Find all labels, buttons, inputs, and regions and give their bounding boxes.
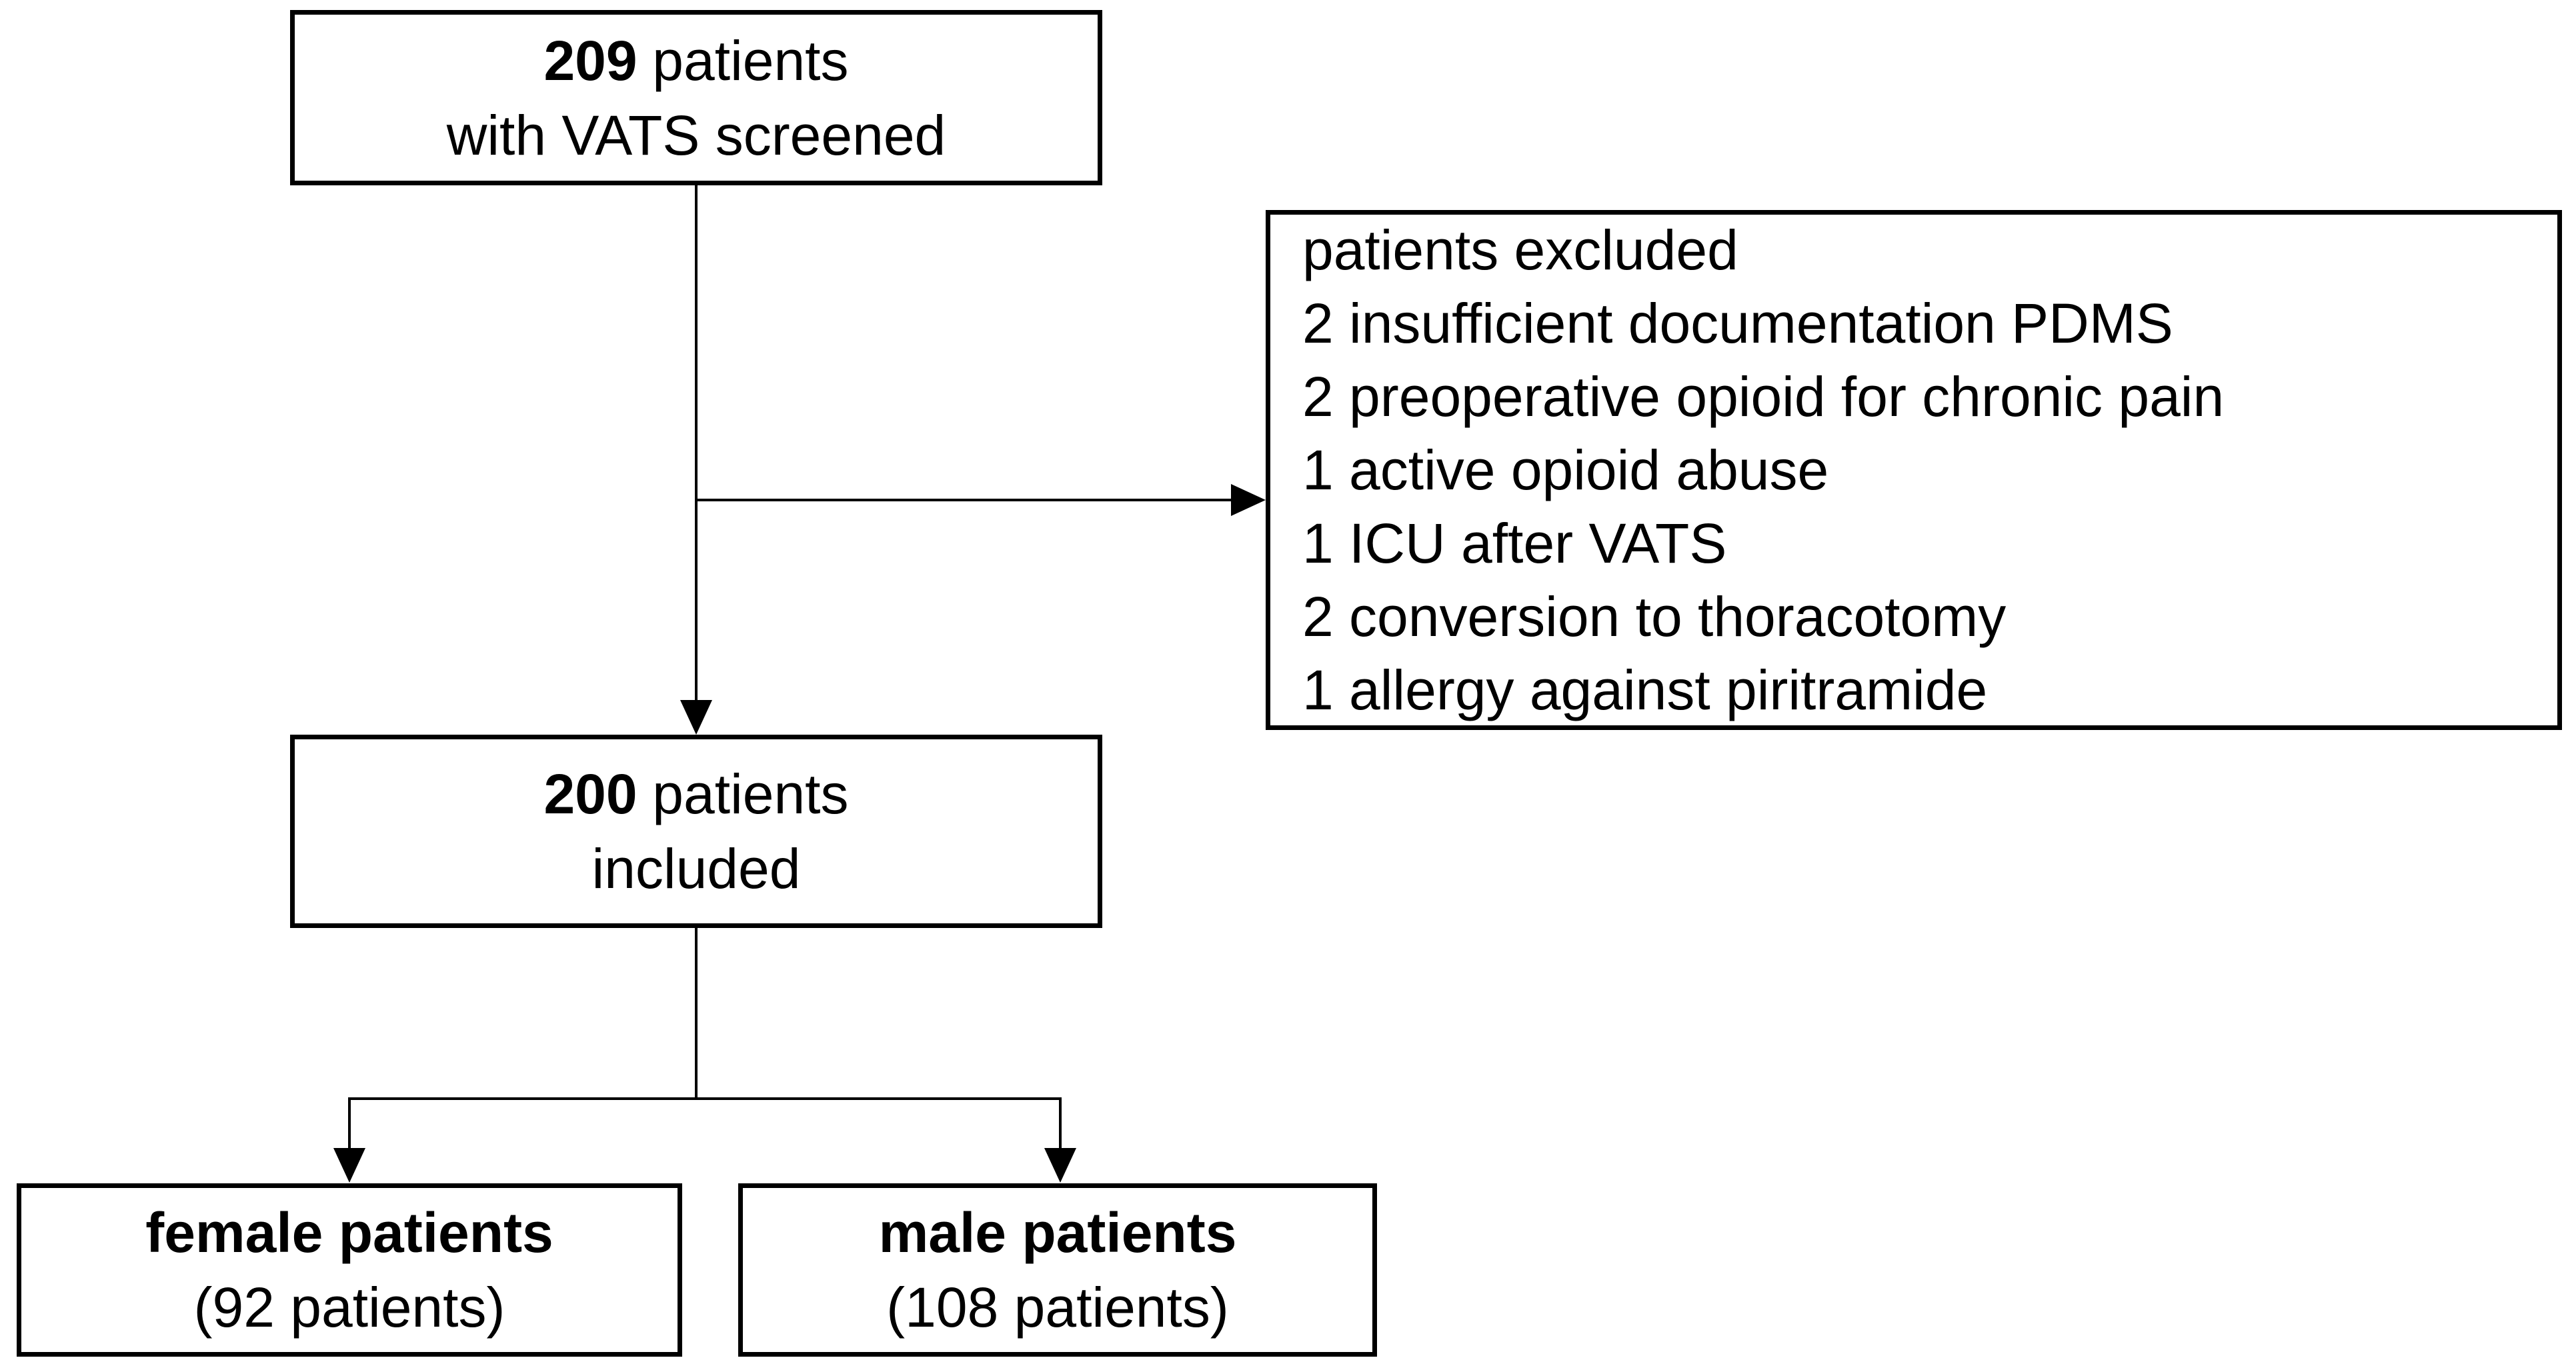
excluded-line: 2 insufficient documentation PDMS [1302, 292, 2173, 355]
box-male-subtitle: (108 patients) [886, 1276, 1229, 1339]
box-screened-line2: with VATS screened [446, 103, 946, 167]
excluded-line: 2 preoperative opioid for chronic pain [1302, 365, 2225, 428]
connector-split-to-male [1059, 1097, 1062, 1152]
arrowhead-down-female-icon [333, 1148, 365, 1183]
excluded-line: 1 ICU after VATS [1302, 512, 1727, 575]
arrowhead-down-male-icon [1044, 1148, 1076, 1183]
excluded-line: 1 allergy against piritramide [1302, 659, 1988, 721]
box-included-line2: included [591, 837, 801, 900]
box-female-subtitle: (92 patients) [193, 1276, 505, 1339]
excluded-line: 2 conversion to thoracotomy [1302, 585, 2007, 648]
connector-split-to-female [348, 1097, 351, 1152]
box-male: male patients (108 patients) [738, 1183, 1377, 1357]
box-female: female patients (92 patients) [17, 1183, 682, 1357]
included-count-label: patients [652, 763, 849, 825]
connector-included-to-split [695, 928, 698, 1099]
box-male-title: male patients [878, 1201, 1237, 1264]
box-female-title: female patients [145, 1201, 553, 1264]
excluded-line: patients excluded [1302, 219, 1738, 281]
connector-branch-to-excluded [696, 499, 1231, 501]
box-excluded: patients excluded 2 insufficient documen… [1266, 210, 2562, 730]
connector-split-horizontal [348, 1097, 1062, 1100]
excluded-line: 1 active opioid abuse [1302, 439, 1829, 501]
arrowhead-right-excluded-icon [1231, 484, 1266, 516]
screened-count-label: patients [652, 29, 849, 92]
connector-screened-to-included [695, 185, 698, 703]
included-count: 200 [543, 763, 637, 825]
screened-count: 209 [543, 29, 637, 92]
arrowhead-down-included-icon [680, 700, 712, 735]
